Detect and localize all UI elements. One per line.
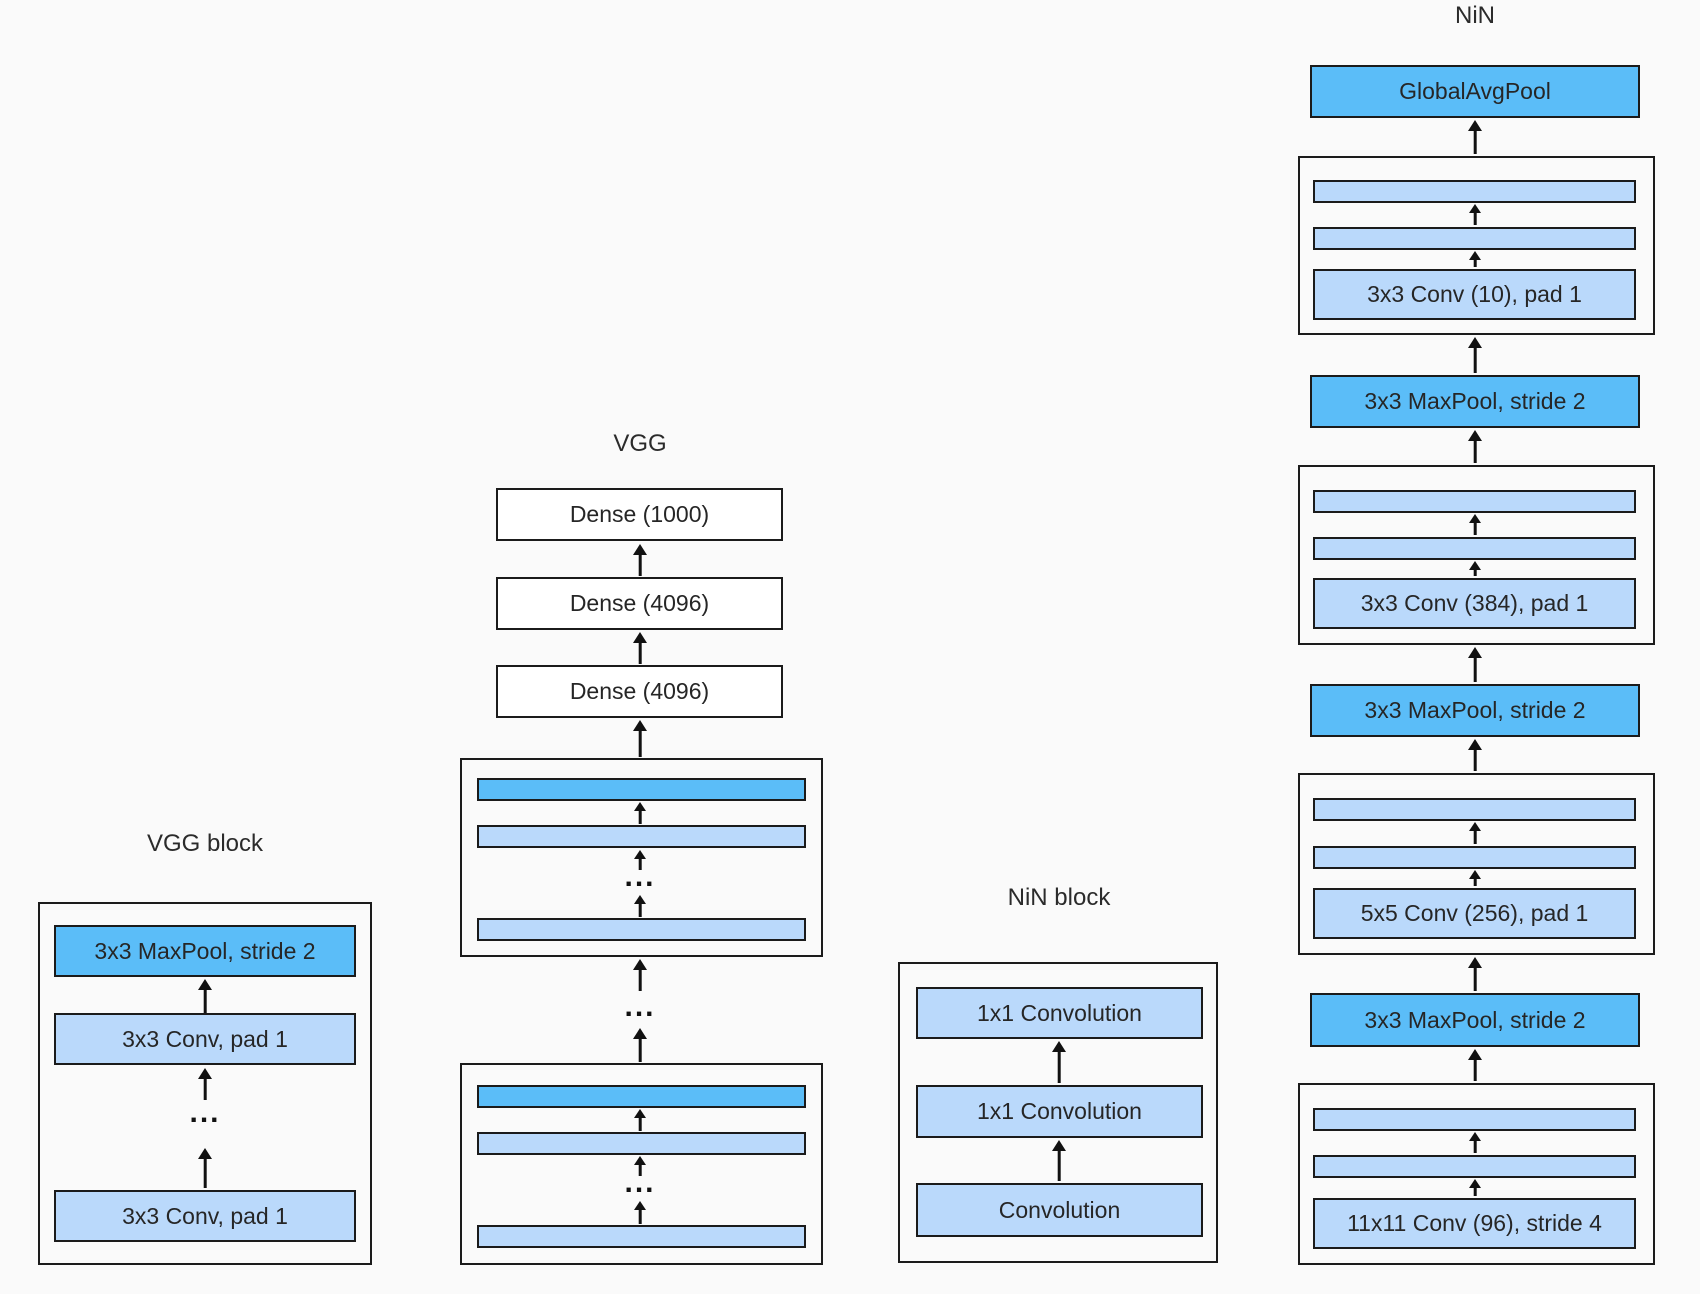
nin-block-convolution: Convolution bbox=[916, 1183, 1203, 1237]
arrow-up-icon bbox=[632, 895, 648, 917]
conv-bar bbox=[1313, 180, 1636, 203]
nin-title: NiN bbox=[1455, 2, 1495, 29]
vgg-block-conv-layer-bottom: 3x3 Conv, pad 1 bbox=[54, 1190, 356, 1242]
arrow-up-icon bbox=[1467, 739, 1483, 771]
conv-bar bbox=[1313, 1108, 1636, 1131]
nin-maxpool-3: 3x3 MaxPool, stride 2 bbox=[1310, 375, 1640, 428]
vgg-title: VGG bbox=[613, 430, 667, 457]
nin-block-1x1-conv-top: 1x1 Convolution bbox=[916, 987, 1203, 1039]
arrow-up-icon bbox=[1467, 1049, 1483, 1081]
conv-bar bbox=[1313, 490, 1636, 513]
arrow-up-icon bbox=[1051, 1041, 1067, 1083]
arrow-up-icon bbox=[197, 1148, 213, 1188]
arrow-up-icon bbox=[632, 802, 648, 824]
arrow-up-icon bbox=[1467, 561, 1483, 576]
nin-stage-box-conv384 bbox=[1298, 465, 1655, 645]
conv-bar bbox=[477, 825, 806, 848]
vgg-block-conv-layer-top: 3x3 Conv, pad 1 bbox=[54, 1013, 356, 1065]
arrow-up-icon bbox=[632, 720, 648, 757]
pool-bar bbox=[477, 1085, 806, 1108]
arrow-up-icon bbox=[632, 1109, 648, 1131]
conv-bar bbox=[1313, 227, 1636, 250]
conv-bar bbox=[477, 1132, 806, 1155]
conv-bar bbox=[1313, 537, 1636, 560]
vgg-stage-box-upper bbox=[460, 758, 823, 957]
nin-block-1x1-conv-mid: 1x1 Convolution bbox=[916, 1085, 1203, 1138]
nin-conv384-layer: 3x3 Conv (384), pad 1 bbox=[1313, 578, 1636, 629]
nin-conv256-layer: 5x5 Conv (256), pad 1 bbox=[1313, 888, 1636, 939]
vgg-block-maxpool-layer: 3x3 MaxPool, stride 2 bbox=[54, 925, 356, 977]
conv-bar bbox=[477, 918, 806, 941]
ellipsis: ... bbox=[624, 860, 656, 893]
arrow-up-icon bbox=[1467, 120, 1483, 154]
vgg-block-box bbox=[38, 902, 372, 1265]
nin-maxpool-1: 3x3 MaxPool, stride 2 bbox=[1310, 993, 1640, 1047]
arrow-up-icon bbox=[632, 1201, 648, 1224]
arrow-up-icon bbox=[632, 959, 648, 991]
arrow-up-icon bbox=[1467, 1179, 1483, 1196]
conv-bar bbox=[477, 1225, 806, 1248]
nin-global-avg-pool: GlobalAvgPool bbox=[1310, 65, 1640, 118]
ellipsis: ... bbox=[624, 990, 656, 1023]
nin-stage-box-conv256 bbox=[1298, 773, 1655, 955]
arrow-up-icon bbox=[1467, 251, 1483, 267]
nin-maxpool-2: 3x3 MaxPool, stride 2 bbox=[1310, 684, 1640, 737]
arrow-up-icon bbox=[1467, 1132, 1483, 1153]
vgg-stage-box-lower bbox=[460, 1063, 823, 1265]
vgg-dense-layer-1000: Dense (1000) bbox=[496, 488, 783, 541]
nin-stage-box-conv10 bbox=[1298, 156, 1655, 335]
pool-bar bbox=[477, 778, 806, 801]
conv-bar bbox=[1313, 846, 1636, 869]
arrow-up-icon bbox=[1051, 1140, 1067, 1181]
arrow-up-icon bbox=[632, 1028, 648, 1062]
arrow-up-icon bbox=[632, 632, 648, 664]
nin-block-box bbox=[898, 962, 1218, 1263]
arrow-up-icon bbox=[632, 544, 648, 576]
arrow-up-icon bbox=[1467, 822, 1483, 844]
arrow-up-icon bbox=[1467, 647, 1483, 682]
ellipsis: ... bbox=[624, 1166, 656, 1199]
conv-bar bbox=[1313, 1155, 1636, 1178]
nin-conv10-layer: 3x3 Conv (10), pad 1 bbox=[1313, 269, 1636, 320]
arrow-up-icon bbox=[1467, 514, 1483, 535]
vgg-dense-layer-4096-a: Dense (4096) bbox=[496, 577, 783, 630]
nin-stage-box-conv96 bbox=[1298, 1083, 1655, 1265]
conv-bar bbox=[1313, 798, 1636, 821]
arrow-up-icon bbox=[1467, 204, 1483, 225]
arrow-up-icon bbox=[1467, 870, 1483, 886]
vgg-block-title: VGG block bbox=[146, 830, 264, 857]
ellipsis: ... bbox=[189, 1096, 221, 1129]
nin-conv96-layer: 11x11 Conv (96), stride 4 bbox=[1313, 1198, 1636, 1249]
arrow-up-icon bbox=[197, 979, 213, 1013]
arrow-up-icon bbox=[1467, 430, 1483, 463]
arrow-up-icon bbox=[1467, 957, 1483, 991]
nin-block-title: NiN block bbox=[1007, 884, 1111, 911]
arrow-up-icon bbox=[1467, 337, 1483, 373]
vgg-dense-layer-4096-b: Dense (4096) bbox=[496, 665, 783, 718]
